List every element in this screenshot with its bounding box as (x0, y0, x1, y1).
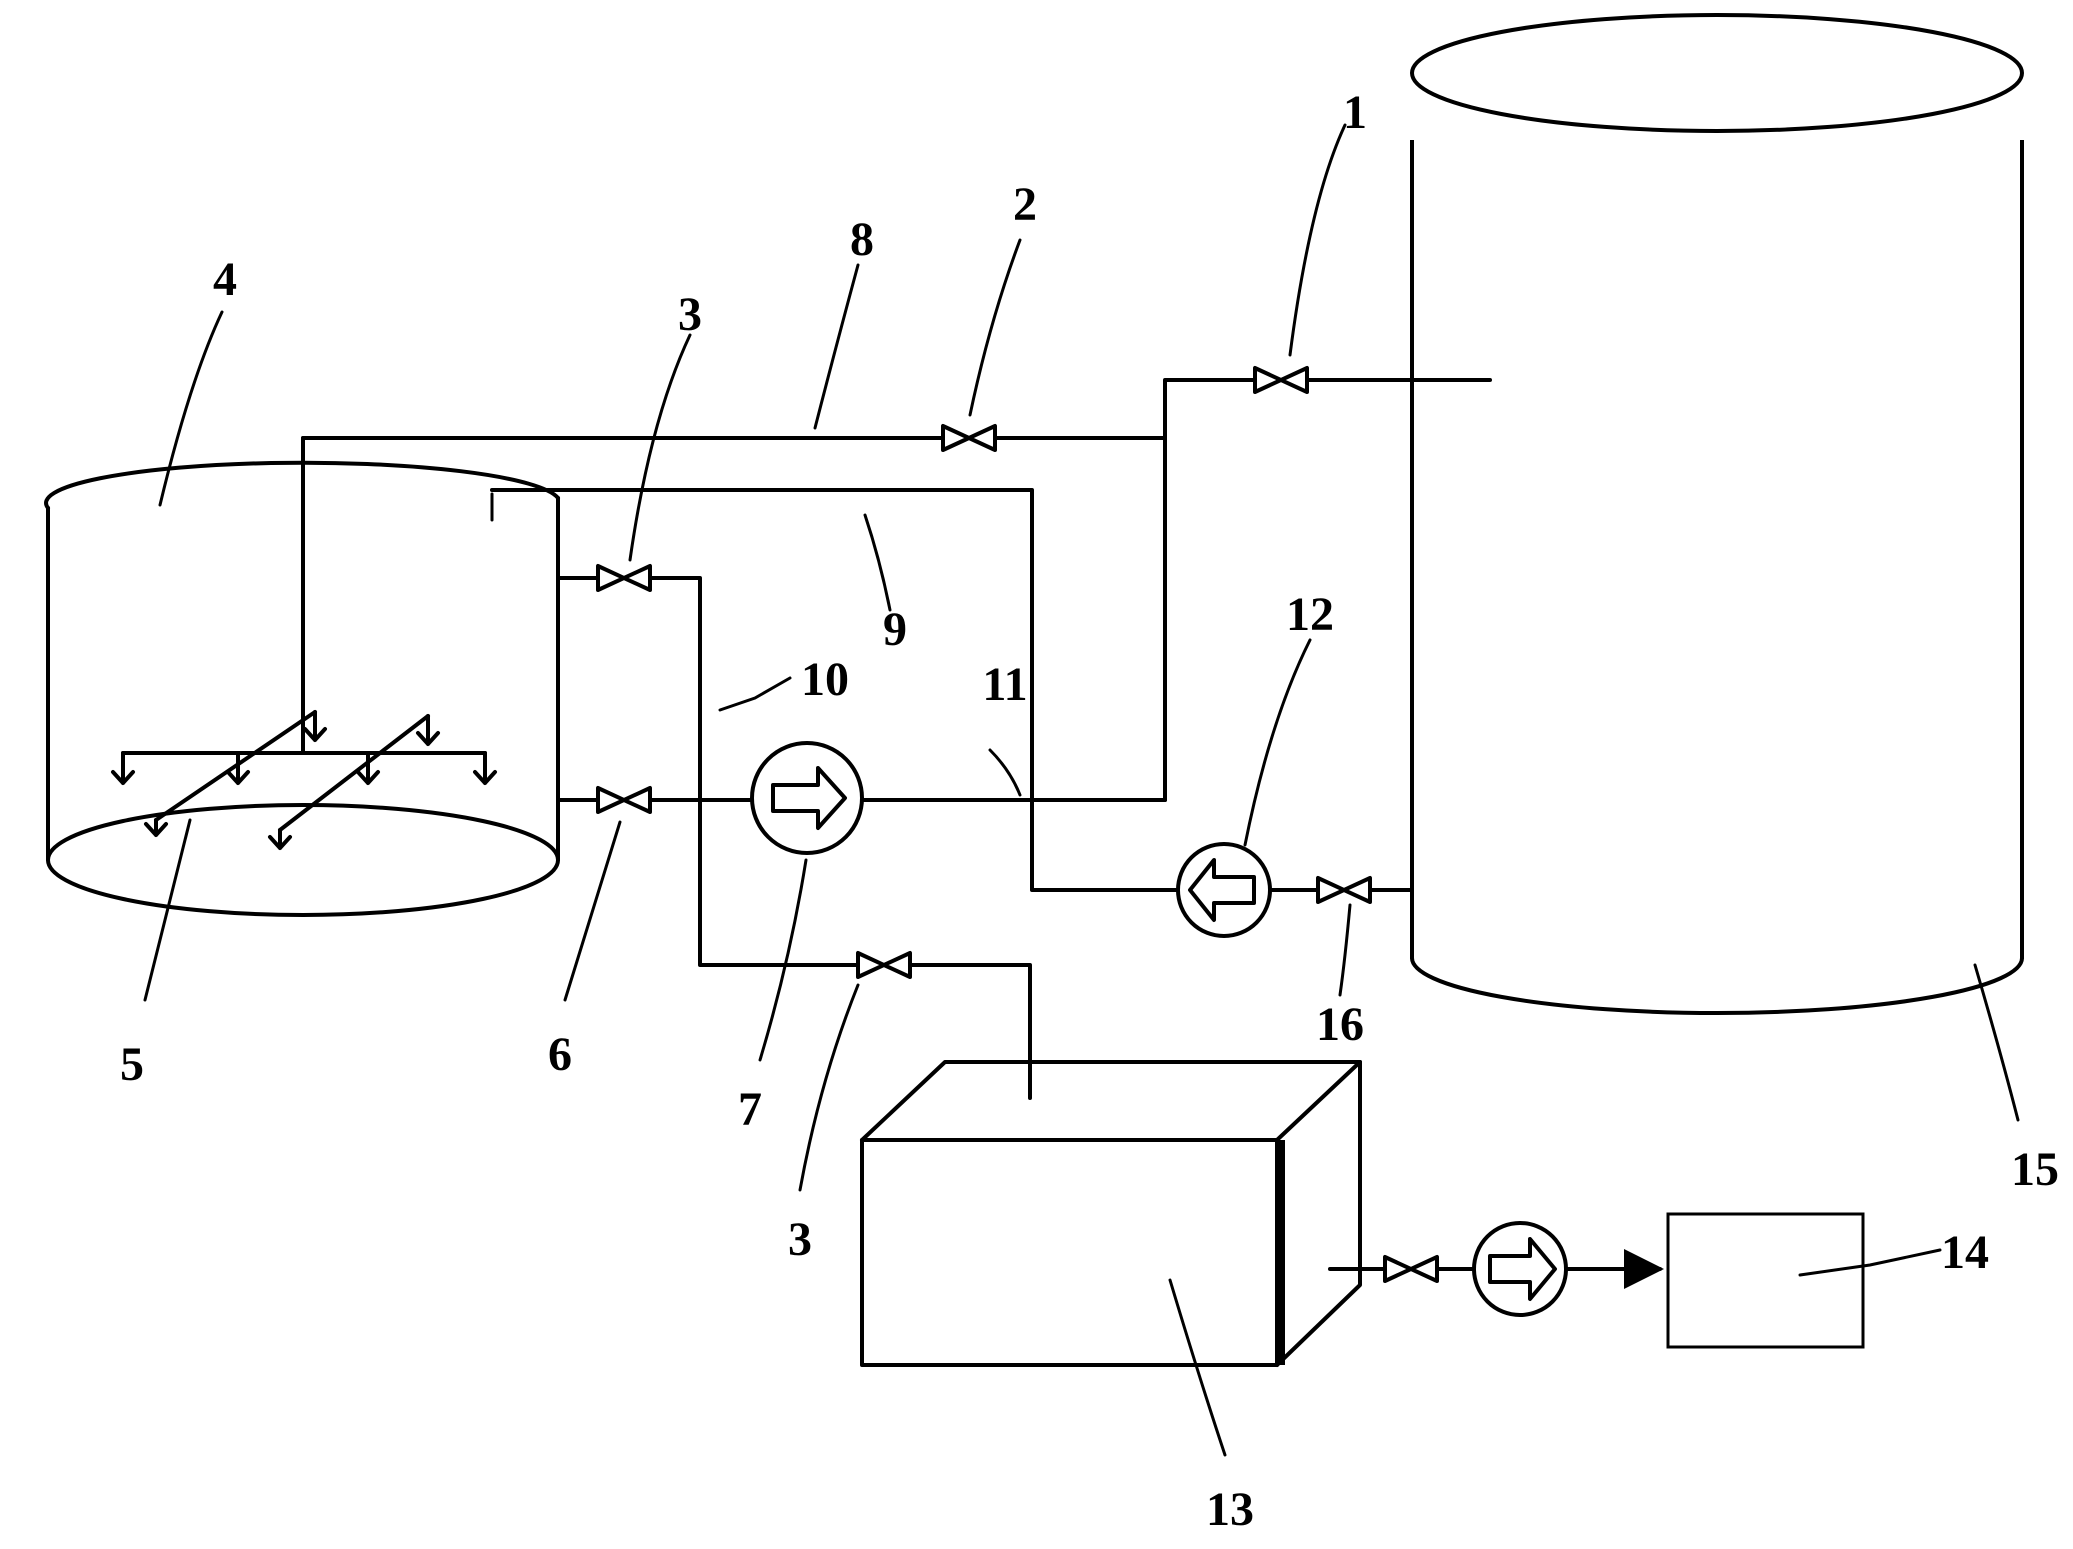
mixing-tank-4 (44, 460, 560, 917)
pump-12 (1176, 842, 1272, 938)
valve-6 (596, 786, 652, 814)
valve-3-bottom (856, 951, 912, 979)
pipe-10-11 (556, 576, 1414, 1100)
label-11: 11 (982, 658, 1027, 711)
label-15: 15 (2011, 1143, 2059, 1196)
label-9: 9 (883, 603, 907, 656)
storage-tank-15-top (1410, 10, 2025, 140)
label-5: 5 (120, 1038, 144, 1091)
spray-distributor-5 (111, 436, 497, 850)
label-8: 8 (850, 213, 874, 266)
pipe-9 (490, 488, 1180, 892)
label-2: 2 (1013, 178, 1037, 231)
valve-2 (941, 424, 997, 452)
label-14: 14 (1941, 1226, 1989, 1279)
label-6: 6 (548, 1028, 572, 1081)
label-3-bottom: 3 (788, 1213, 812, 1266)
pump-7 (750, 741, 864, 855)
leader-lines (143, 123, 2020, 1457)
label-7: 7 (738, 1083, 762, 1136)
pipe-8 (301, 378, 1492, 802)
label-16: 16 (1316, 998, 1364, 1051)
valve-1 (1253, 366, 1309, 394)
storage-tank-15 (1410, 14, 2024, 1015)
label-4: 4 (213, 253, 237, 306)
collection-box-13 (860, 1060, 1362, 1367)
valve-16 (1316, 876, 1372, 904)
label-3-top: 3 (678, 288, 702, 341)
valve-3-top (596, 564, 652, 592)
label-10: 10 (801, 653, 849, 706)
label-12: 12 (1286, 588, 1334, 641)
valve-outlet (1383, 1255, 1439, 1283)
pump-outlet (1472, 1221, 1568, 1317)
label-1: 1 (1343, 86, 1367, 139)
receiver-14 (1666, 1212, 1865, 1349)
label-13: 13 (1206, 1483, 1254, 1536)
callout-labels: 1 2 8 3 4 9 10 11 12 5 6 7 16 3 15 14 13 (120, 86, 2059, 1536)
